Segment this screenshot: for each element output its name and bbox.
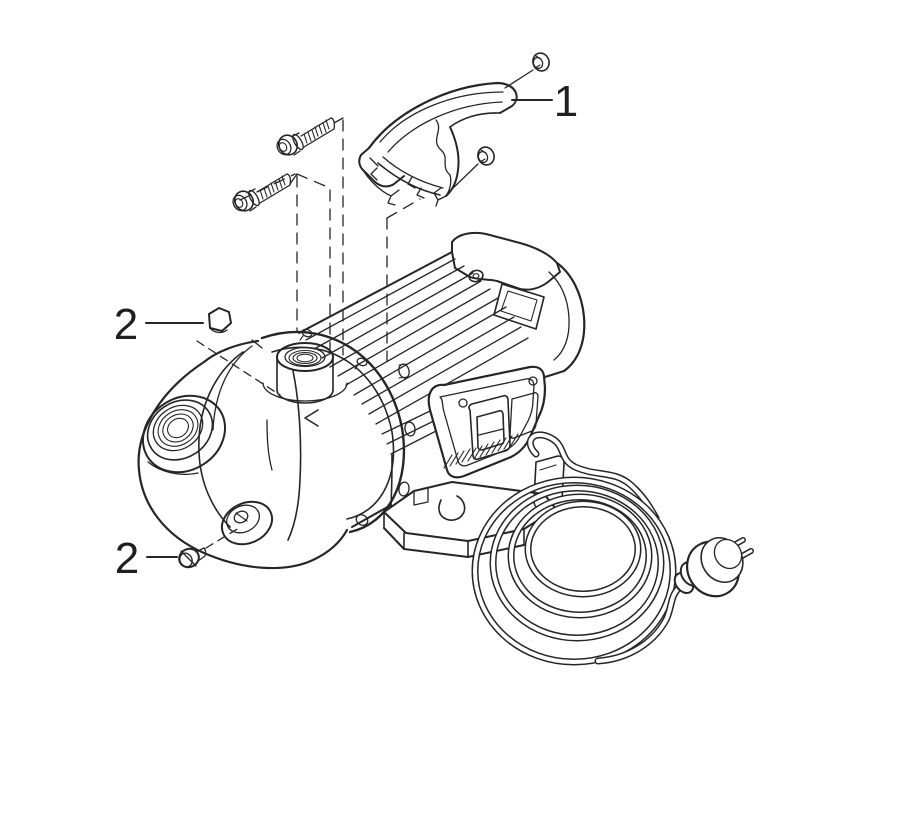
callout-2-upper-label: 2	[114, 300, 138, 349]
drain-boss	[220, 500, 274, 546]
insert-direction-arrow	[304, 409, 319, 427]
box-screw	[458, 398, 468, 408]
handle-screws	[232, 52, 550, 212]
plug-insert-dashed-line	[196, 340, 281, 396]
handle-break-line	[435, 119, 451, 176]
power-cord	[471, 431, 754, 666]
callout-2-lower-label: 2	[115, 534, 139, 583]
inlet-port	[141, 394, 227, 476]
screw-threads	[303, 119, 330, 144]
alignment-dashed-lines	[196, 119, 421, 549]
callouts: 1 2 2	[114, 77, 578, 583]
sealing-plug-part	[208, 307, 232, 334]
box-screw	[528, 376, 538, 386]
callout-1-label: 1	[554, 77, 578, 126]
drain-screw-part	[178, 547, 207, 569]
outlet-port	[262, 342, 348, 404]
screw-side-view	[276, 117, 344, 156]
motor-endcap	[544, 261, 586, 378]
motor-body	[298, 231, 586, 558]
mains-plug	[673, 537, 754, 598]
screw-threads	[259, 175, 286, 200]
cooling-fins	[305, 258, 529, 455]
carry-handle-part	[358, 81, 518, 207]
screw-end-view	[504, 52, 550, 89]
screw-end-view	[450, 146, 495, 191]
grip-hatching	[443, 433, 519, 469]
pump-housing	[137, 339, 349, 570]
handle-screw-hole	[356, 357, 368, 367]
base-notch	[438, 495, 466, 521]
terminal-box	[427, 365, 547, 479]
screw-side-view	[232, 173, 298, 212]
